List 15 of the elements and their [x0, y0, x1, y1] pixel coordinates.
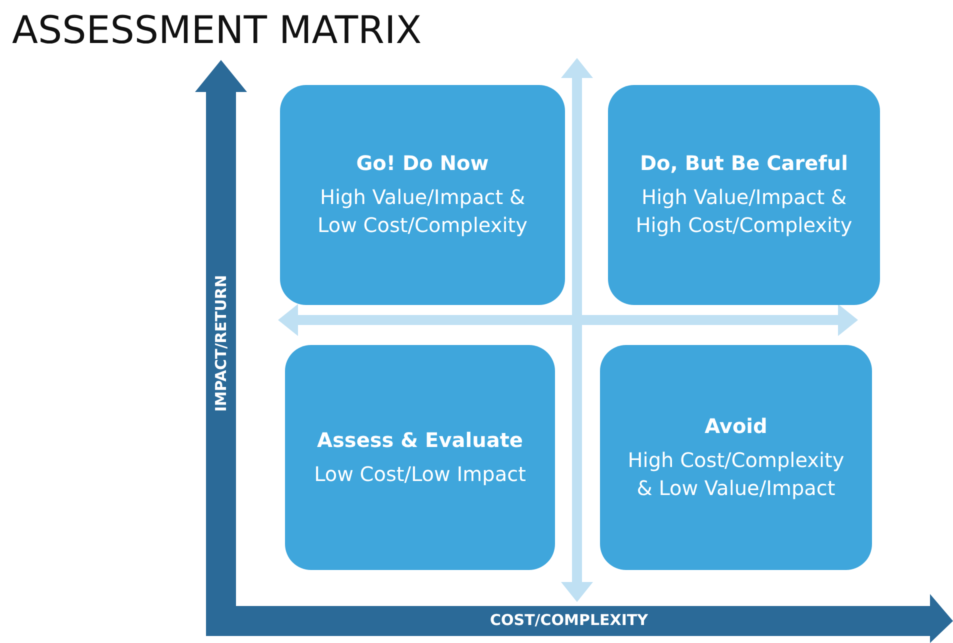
- box-text: High Value/Impact & High Cost/Complexity: [634, 184, 854, 239]
- axis-label: IMPACT/RETURN: [212, 275, 230, 412]
- quadrant-box: [280, 85, 565, 305]
- axis-label: COST/COMPLEXITY: [490, 611, 648, 629]
- box-text: High Value/Impact & Low Cost/Complexity: [316, 184, 528, 239]
- box-heading: Do, But Be Careful: [640, 151, 848, 175]
- quadrant-box: [600, 345, 872, 570]
- box-heading: Assess & Evaluate: [317, 428, 523, 452]
- quadrant-box: [285, 345, 555, 570]
- title: ASSESSMENT MATRIX: [12, 8, 422, 52]
- box-text: High Cost/Complexity & Low Value/Impact: [626, 446, 846, 502]
- box-text: Low Cost/Low Impact: [314, 460, 526, 488]
- quadrant-box: [608, 85, 880, 305]
- box-heading: Avoid: [704, 414, 768, 438]
- box-heading: Go! Do Now: [356, 151, 489, 175]
